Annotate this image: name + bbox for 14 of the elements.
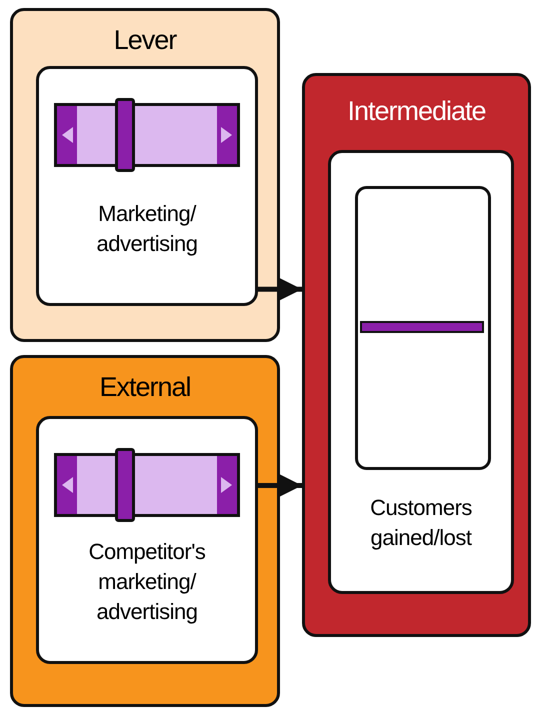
arrow xyxy=(258,276,302,302)
external-panel xyxy=(10,355,280,707)
panel-title: Lever xyxy=(112,25,178,56)
card-label: Competitor's marketing/ advertising xyxy=(88,538,206,626)
intermediate-panel xyxy=(302,73,531,637)
card-label: Customers gained/lost xyxy=(369,494,473,552)
panel-title: External xyxy=(98,372,192,403)
card-label: Marketing/ advertising xyxy=(96,200,198,258)
arrow xyxy=(258,472,302,498)
lever-card xyxy=(36,66,258,306)
lever-panel xyxy=(10,8,280,342)
intermediate-card xyxy=(328,150,514,594)
external-card xyxy=(36,416,258,664)
panel-title: Intermediate xyxy=(346,96,487,127)
